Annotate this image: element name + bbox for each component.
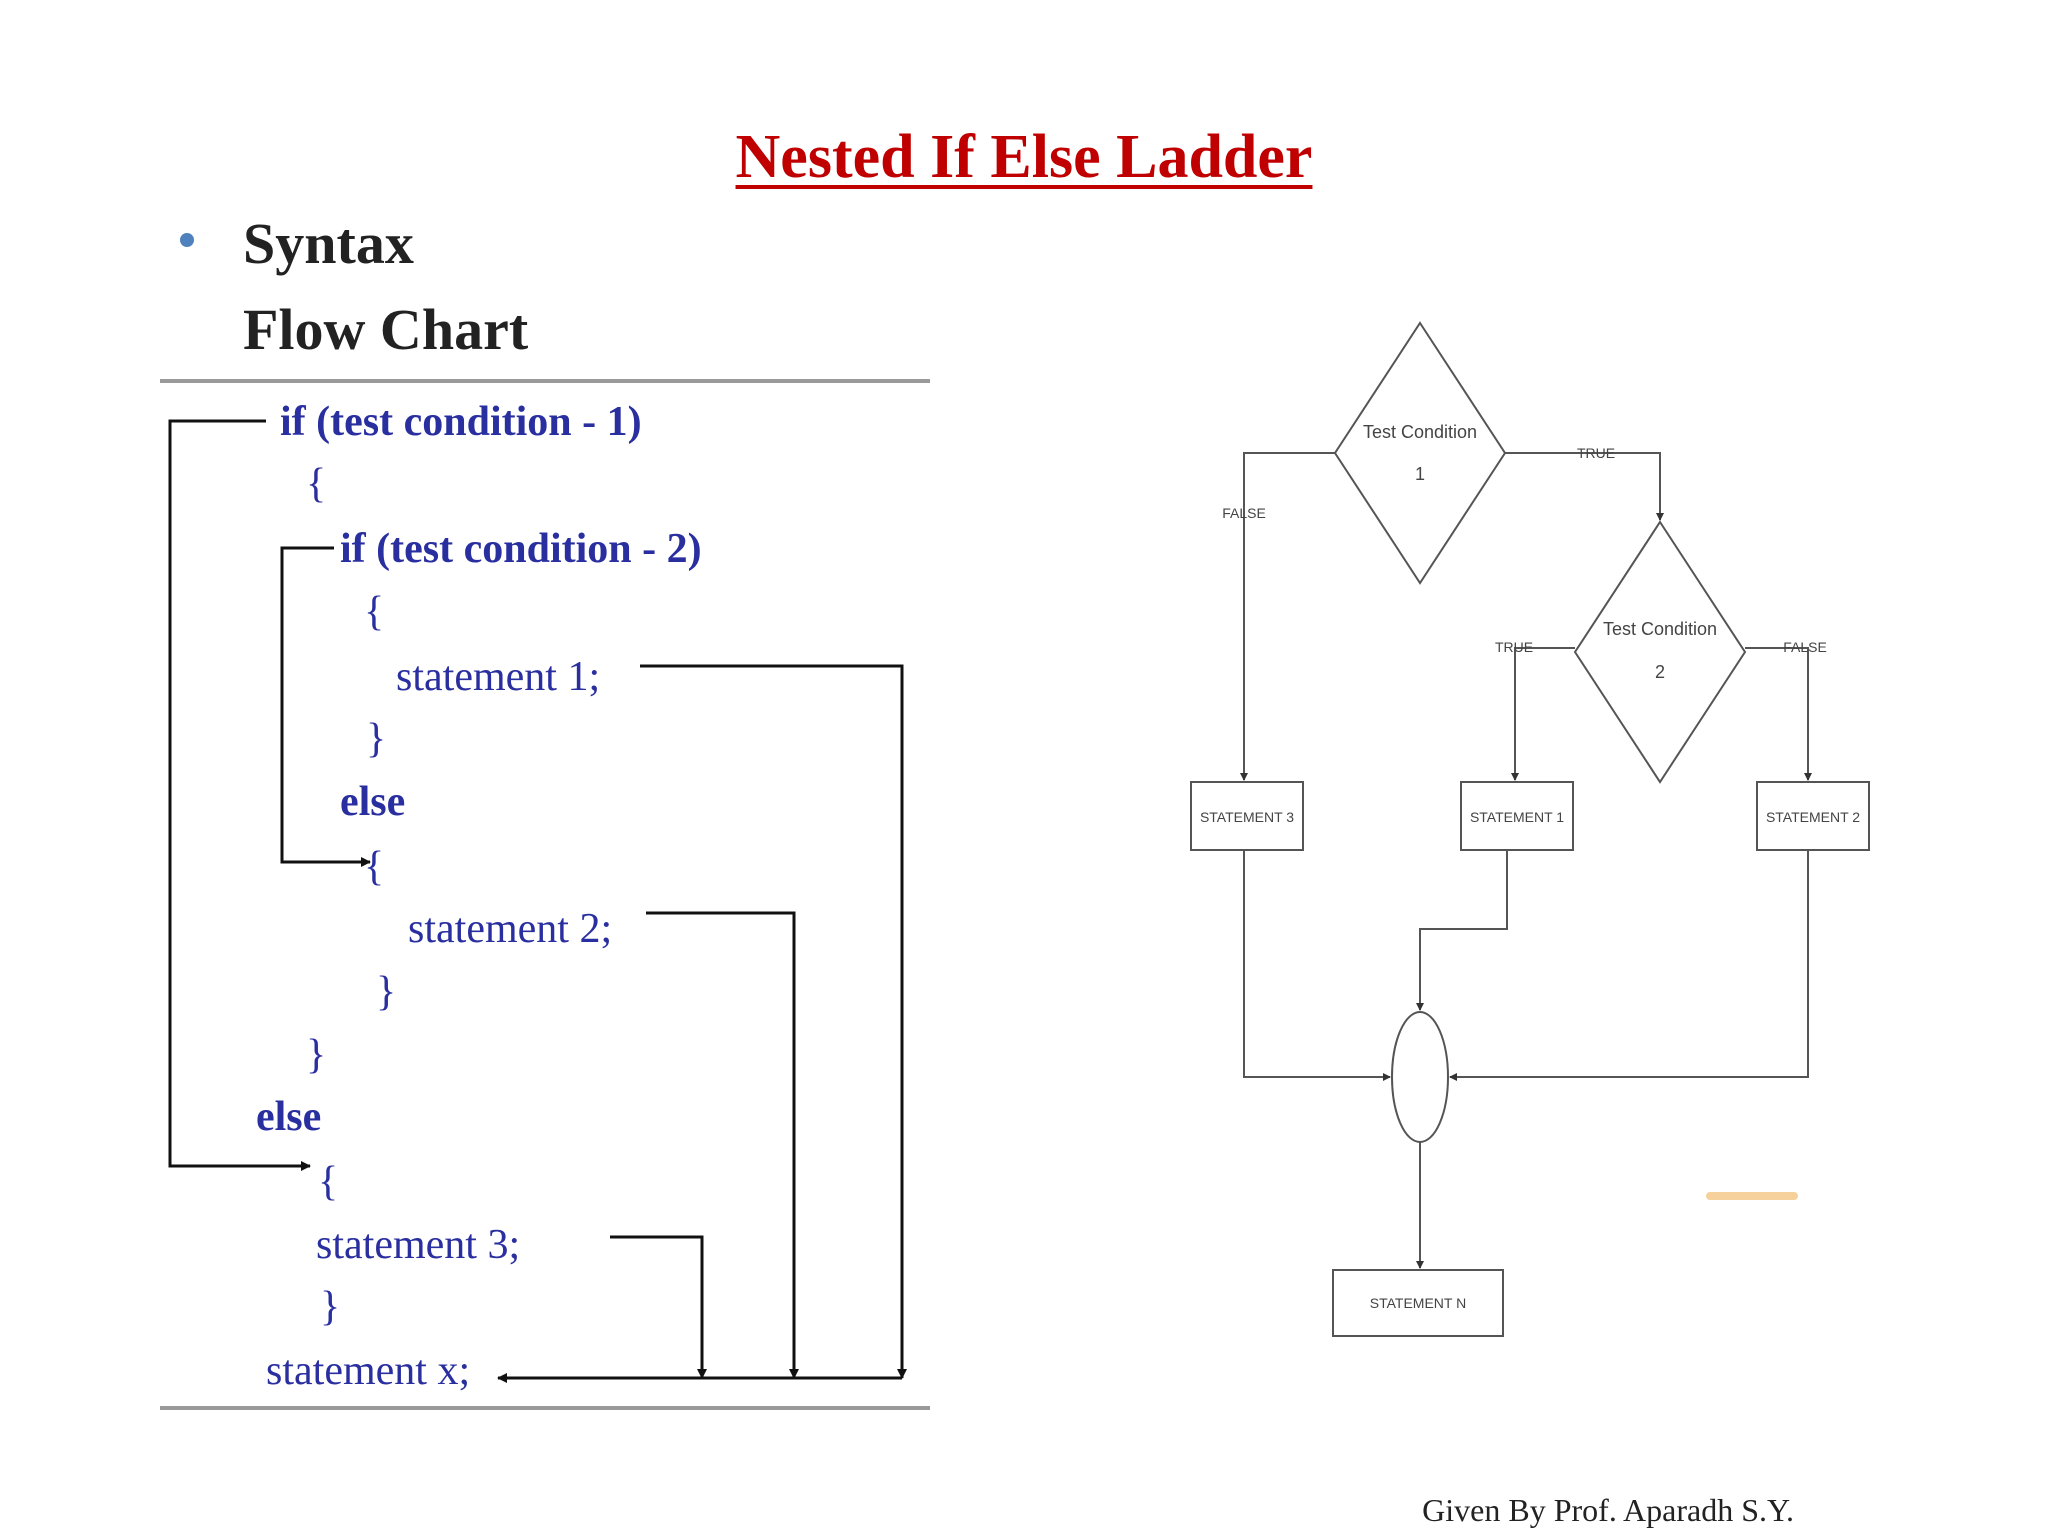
statement-2-box	[1756, 781, 1870, 851]
flowchart: Test Condition 1 Test Condition 2 FALSE …	[1190, 321, 1870, 1337]
edge-c2-false-label: FALSE	[1783, 639, 1827, 655]
code-line-else-1: else	[256, 1094, 321, 1140]
condition-1-label: Test Condition	[1363, 422, 1477, 442]
code-line-close-4: }	[320, 1284, 340, 1330]
code-line-statement-1: statement 1;	[396, 654, 600, 700]
join-connector	[1391, 1011, 1449, 1143]
edge-statement-1-to-join	[1416, 850, 1508, 1011]
watermark-smudge	[1706, 1192, 1798, 1200]
edge-c1-true	[1505, 452, 1664, 521]
code-line-if-1: if (test condition - 1)	[280, 399, 642, 445]
statement-1-box	[1460, 781, 1574, 851]
code-line-if-2: if (test condition - 2)	[340, 526, 702, 572]
edge-statement-2-to-join	[1449, 850, 1809, 1081]
statement-2-label: STATEMENT 2	[1766, 809, 1860, 825]
bullet-syntax: Syntax	[243, 211, 414, 276]
code-line-open-4: {	[318, 1159, 338, 1205]
bullet-dot	[180, 233, 194, 247]
code-line-close-2: }	[366, 716, 386, 762]
condition-2-diamond	[1573, 520, 1747, 784]
condition-1-diamond	[1333, 321, 1507, 585]
edge-statement-3-to-join	[1243, 850, 1391, 1081]
code-line-open-1: {	[306, 461, 326, 507]
statement-n-label: STATEMENT N	[1370, 1295, 1466, 1311]
connector-else-2	[280, 546, 371, 867]
edge-c2-true-label: TRUE	[1495, 639, 1533, 655]
code-line-close-1: }	[306, 1032, 326, 1078]
code-line-open-3: {	[364, 844, 384, 890]
code-line-statement-3: statement 3;	[316, 1222, 520, 1268]
edge-c1-false	[1240, 452, 1335, 781]
connector-statement-3	[610, 1235, 707, 1379]
code-line-statement-x: statement x;	[266, 1348, 470, 1394]
syntax-panel: if (test condition - 1) { if (test condi…	[160, 379, 930, 1410]
condition-2-label: Test Condition	[1603, 619, 1717, 639]
code-line-else-2: else	[340, 779, 405, 825]
connector-statement-1	[640, 664, 907, 1379]
edge-c2-true	[1511, 647, 1575, 781]
statement-3-label: STATEMENT 3	[1200, 809, 1294, 825]
code-line-open-2: {	[364, 589, 384, 635]
condition-2-number: 2	[1655, 662, 1665, 682]
footer-credit: Given By Prof. Aparadh S.Y.	[1422, 1492, 1794, 1528]
connector-statement-2	[646, 911, 799, 1379]
condition-1-number: 1	[1415, 464, 1425, 484]
statement-3-box	[1190, 781, 1304, 851]
code-line-statement-2: statement 2;	[408, 906, 612, 952]
statement-n-box	[1332, 1269, 1504, 1337]
edge-c1-true-label: TRUE	[1577, 445, 1615, 461]
connector-else-1	[168, 419, 311, 1171]
bullet-flow-chart: Flow Chart	[243, 297, 529, 362]
code-line-close-3: }	[376, 969, 396, 1015]
edge-c1-false-label: FALSE	[1222, 505, 1266, 521]
statement-1-label: STATEMENT 1	[1470, 809, 1564, 825]
edge-c2-false	[1745, 647, 1812, 781]
slide-title: Nested If Else Ladder	[735, 123, 1313, 191]
